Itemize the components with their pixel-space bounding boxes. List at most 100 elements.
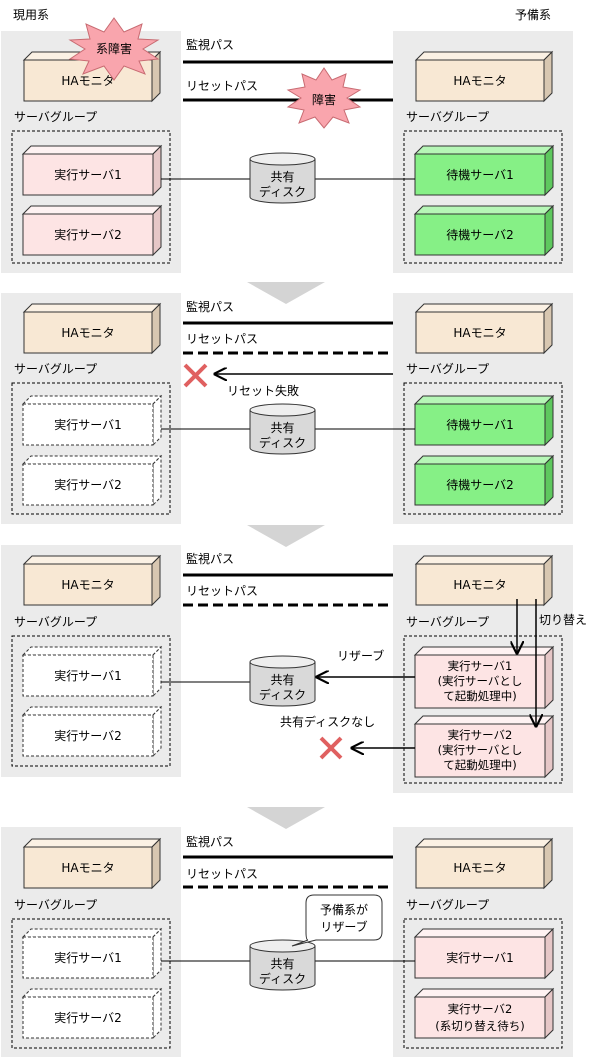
shared-disk: 共有 ディスク	[249, 939, 316, 991]
disk-label: 共有	[270, 421, 294, 435]
transition-arrow	[247, 282, 325, 304]
shared-disk: 共有 ディスク	[249, 403, 316, 455]
burst-label: 障害	[312, 92, 336, 107]
exec-server-2-stopped: 実行サーバ2	[21, 705, 163, 758]
server-group-label: サーバグループ	[406, 615, 489, 629]
server-group-box	[11, 918, 171, 1049]
server-label: 待機サーバ2	[446, 227, 514, 242]
switchover-label: 切り替え	[539, 613, 587, 627]
disk-label: ディスク	[259, 971, 306, 986]
exec-server-1-stopped: 実行サーバ1	[21, 394, 163, 447]
server-label: 実行サーバ2	[54, 1010, 122, 1025]
server-group-label: サーバグループ	[406, 898, 489, 912]
stage-4: HAモニタ HAモニタ 監視パス リセットパス サーバグループ サーバグループ …	[1, 827, 573, 1057]
server-label: 待機サーバ2	[446, 477, 514, 492]
server-group-box	[403, 382, 563, 515]
server-label: 実行サーバ2	[54, 728, 122, 743]
ha-monitor-label: HAモニタ	[453, 74, 506, 88]
monitor-path-label: 監視パス	[186, 37, 234, 52]
ha-monitor-active: HAモニタ	[22, 554, 162, 607]
server-label: 実行サーバ2	[54, 227, 122, 242]
path-failure-burst: 障害	[286, 67, 362, 129]
exec-server-1-stopped: 実行サーバ1	[21, 645, 163, 698]
server-group-label: サーバグループ	[406, 362, 489, 376]
transition-arrow	[247, 807, 325, 829]
monitor-path-label: 監視パス	[186, 551, 234, 566]
reset-path-label: リセットパス	[186, 332, 258, 346]
server-group-box	[11, 635, 171, 767]
server-label: 実行サーバ1	[54, 417, 122, 432]
server-label: 実行サーバ2	[54, 477, 122, 492]
ha-monitor-label: HAモニタ	[61, 861, 114, 875]
standby-server-2: 待機サーバ2	[413, 204, 555, 257]
reset-path-label: リセットパス	[186, 867, 258, 881]
ha-monitor-label: HAモニタ	[61, 326, 114, 340]
standby-server-1: 待機サーバ1	[413, 144, 555, 197]
callout-label: リザーブ	[320, 919, 367, 934]
ha-monitor-standby: HAモニタ	[414, 554, 554, 607]
exec-server-2-waiting: 実行サーバ2 (系切り替え待ち)	[413, 987, 555, 1040]
server-label: 待機サーバ1	[446, 167, 514, 182]
server-label: (実行サーバとし	[438, 743, 523, 757]
server-group-label: サーバグループ	[14, 615, 97, 629]
fail-x-mark	[319, 736, 343, 760]
server-label: 実行サーバ1	[448, 659, 513, 673]
server-label: て起動処理中)	[443, 758, 517, 772]
server-label: 実行サーバ1	[446, 950, 514, 965]
ha-monitor-standby: HAモニタ	[414, 50, 554, 103]
exec-server-1: 実行サーバ1	[21, 144, 163, 197]
server-label: 実行サーバ2	[448, 1002, 513, 1016]
transition-arrow	[247, 525, 325, 547]
exec-server-1-starting: 実行サーバ1 (実行サーバとし て起動処理中)	[413, 645, 555, 710]
server-group-label: サーバグループ	[14, 898, 97, 912]
server-group-box	[403, 918, 563, 1049]
standby-server-2: 待機サーバ2	[413, 454, 555, 507]
stage-1: HAモニタ HAモニタ 系障害 監視パス リセットパス 障害 サーバグループ サ…	[1, 17, 573, 273]
monitor-path-label: 監視パス	[186, 834, 234, 849]
server-label: (実行サーバとし	[438, 674, 523, 688]
monitor-path-label: 監視パス	[186, 299, 234, 314]
ha-monitor-label: HAモニタ	[453, 861, 506, 875]
reserve-callout: 予備系が リザーブ	[291, 894, 383, 947]
server-label: 待機サーバ1	[446, 417, 514, 432]
server-group-label: サーバグループ	[14, 362, 97, 376]
fail-x-mark	[183, 363, 208, 388]
server-label: 実行サーバ1	[54, 668, 122, 683]
exec-server-1-active: 実行サーバ1	[413, 927, 555, 980]
server-label: (系切り替え待ち)	[435, 1019, 524, 1033]
ha-monitor-label: HAモニタ	[453, 578, 506, 592]
reset-fail-label: リセット失敗	[227, 383, 299, 398]
server-label: 実行サーバ1	[54, 950, 122, 965]
server-label: 実行サーバ2	[448, 728, 513, 742]
active-system-label: 現用系	[13, 8, 49, 22]
disk-label: 共有	[270, 170, 294, 184]
standby-system-label: 予備系	[515, 7, 551, 22]
exec-server-2-stopped: 実行サーバ2	[21, 454, 163, 507]
ha-monitor-label: HAモニタ	[61, 578, 114, 592]
exec-server-1-stopped: 実行サーバ1	[21, 927, 163, 980]
exec-server-2-stopped: 実行サーバ2	[21, 987, 163, 1040]
disk-label: 共有	[270, 957, 294, 971]
reset-path-label: リセットパス	[186, 79, 258, 93]
no-disk-label: 共有ディスクなし	[280, 714, 375, 729]
standby-server-1: 待機サーバ1	[413, 394, 555, 447]
server-label: て起動処理中)	[443, 689, 517, 703]
ha-monitor-active: HAモニタ	[22, 837, 162, 890]
exec-server-2-starting: 実行サーバ2 (実行サーバとし て起動処理中)	[413, 714, 555, 779]
burst-label: 系障害	[96, 41, 132, 56]
disk-label: ディスク	[259, 687, 306, 702]
disk-label: 共有	[270, 673, 294, 687]
shared-disk: 共有 ディスク	[249, 655, 316, 707]
reset-path-label: リセットパス	[186, 584, 258, 598]
server-group-box	[403, 635, 563, 784]
server-label: 実行サーバ1	[54, 167, 122, 182]
server-group-box	[11, 382, 171, 515]
server-group-label: サーバグループ	[14, 110, 97, 124]
system-failure-burst: 系障害	[68, 17, 160, 81]
callout-label: 予備系が	[320, 902, 368, 917]
disk-label: ディスク	[259, 184, 306, 199]
ha-monitor-standby: HAモニタ	[414, 302, 554, 355]
ha-monitor-active: HAモニタ	[22, 302, 162, 355]
stage-3: HAモニタ HAモニタ 監視パス リセットパス サーバグループ サーバグループ …	[1, 545, 587, 793]
